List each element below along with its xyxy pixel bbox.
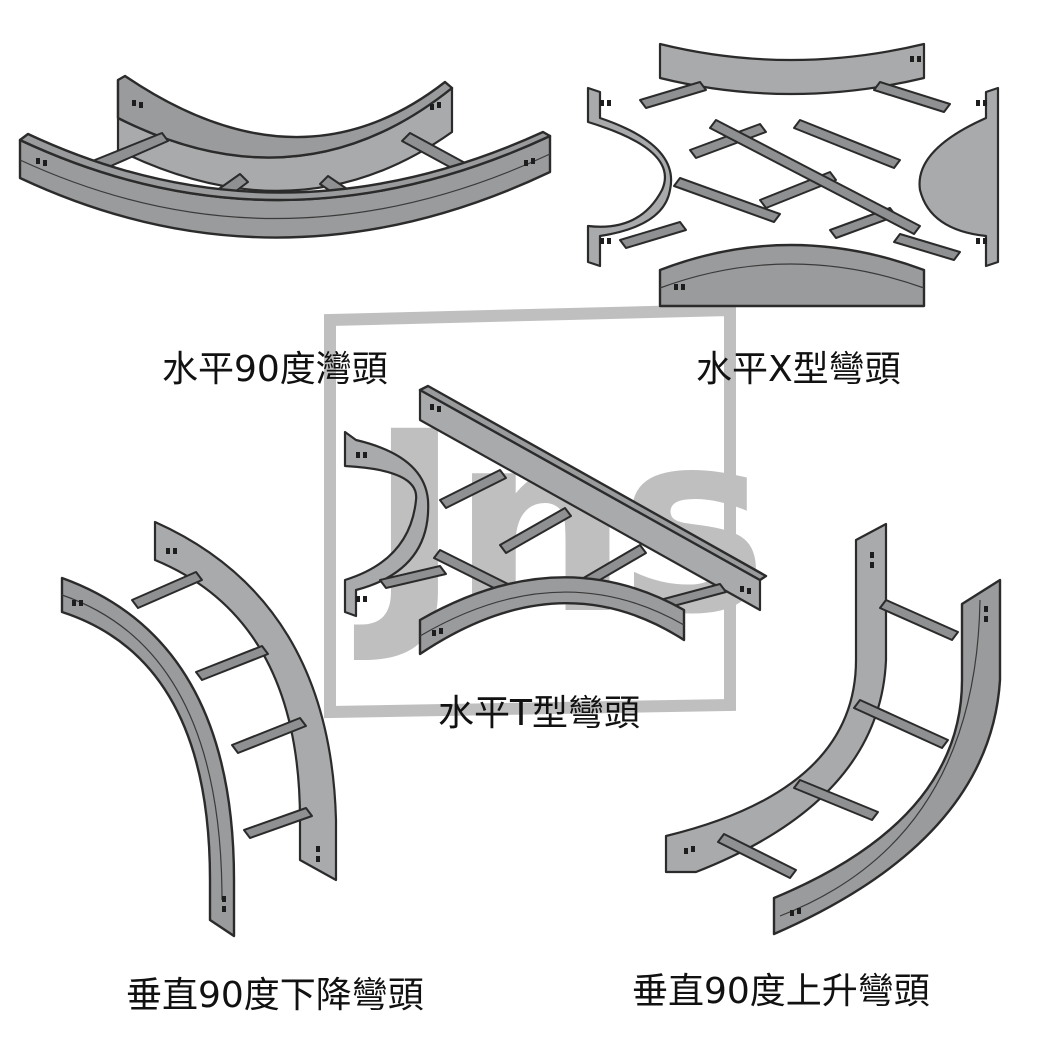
vertical-90-degree-up-elbow-icon — [664, 522, 1002, 936]
caption-horizontal-cross-elbow: 水平X型彎頭 — [696, 349, 901, 390]
watermark-jns-logo: Jns — [324, 303, 768, 719]
caption-vertical-90-degree-up-elbow: 垂直90度上升彎頭 — [632, 971, 930, 1012]
caption-horizontal-90-degree-elbow: 水平90度灣頭 — [162, 349, 388, 390]
vertical-90-degree-down-elbow-icon — [60, 520, 338, 938]
horizontal-90-degree-elbow-icon — [18, 74, 552, 239]
caption-vertical-90-degree-down-elbow: 垂直90度下降彎頭 — [126, 975, 424, 1016]
horizontal-tee-elbow-icon — [343, 384, 768, 656]
horizontal-cross-elbow-icon — [586, 42, 1000, 308]
caption-horizontal-tee-elbow: 水平T型彎頭 — [438, 693, 640, 734]
